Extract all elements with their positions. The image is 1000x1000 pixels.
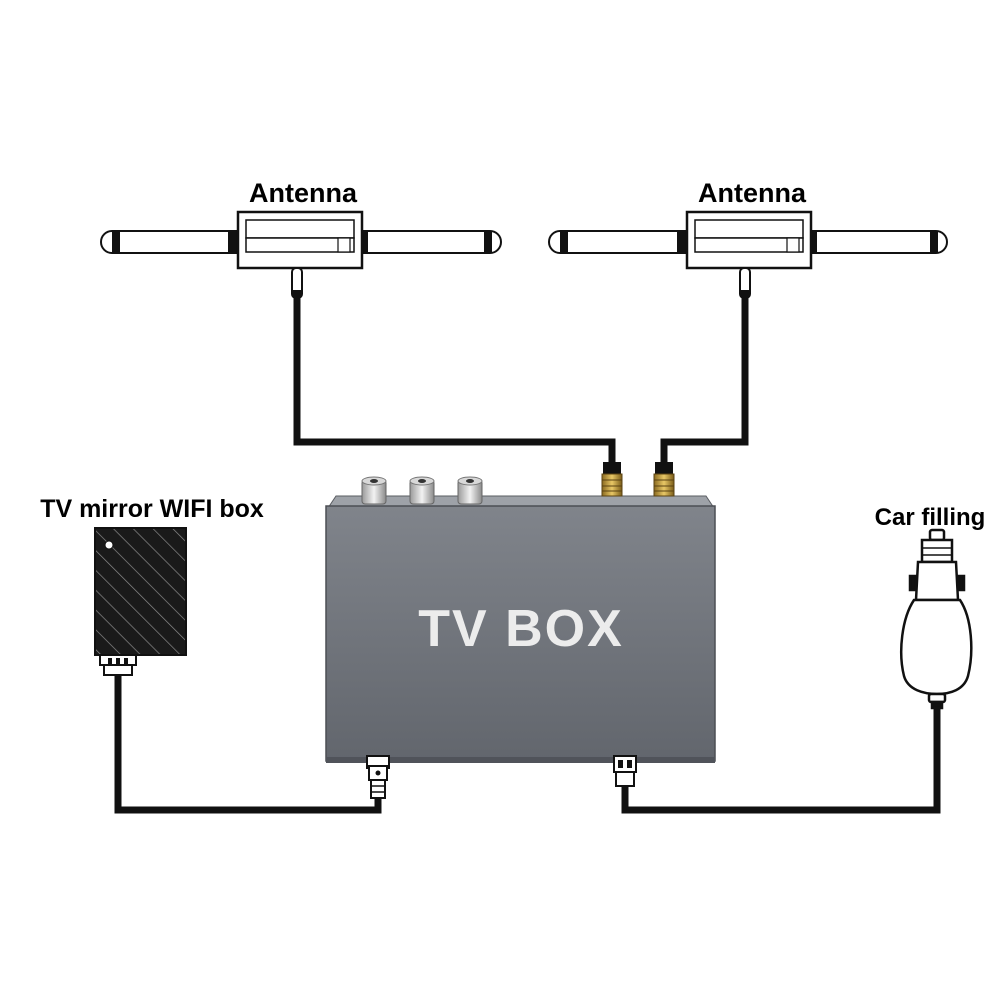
antenna-left-label: Antenna (249, 178, 358, 208)
wifi-box-cable (114, 676, 382, 814)
car-charger-body (900, 598, 973, 696)
antenna-right-label: Antenna (698, 178, 807, 208)
rca-jack-2 (409, 476, 435, 505)
tv-box-label: TV BOX (418, 600, 624, 658)
rca-jack-3 (457, 476, 483, 505)
car-charger-barrel (914, 560, 960, 602)
antenna-right-whip-right (810, 230, 948, 254)
wifi-box-led (104, 540, 114, 550)
antenna-left-whip-left (100, 230, 237, 254)
antenna-left (100, 210, 502, 299)
rca-jack-1 (361, 476, 387, 505)
tv-box: TV BOX (325, 462, 716, 799)
car-charger (900, 528, 973, 710)
antenna-connector-right (653, 462, 675, 497)
wifi-port-connector (366, 755, 390, 799)
antenna-right (548, 210, 948, 299)
tv-box-body (325, 505, 716, 762)
cables (114, 296, 941, 814)
car-charger-cable (621, 705, 941, 814)
power-port-connector (613, 755, 637, 787)
wifi-box (94, 527, 187, 676)
antenna-left-whip-right (361, 230, 502, 254)
antenna-right-whip-left (548, 230, 686, 254)
antenna-right-cable (660, 296, 749, 466)
antenna-connector-left (601, 462, 623, 497)
antenna-left-cable (293, 296, 616, 466)
wifi-box-label: TV mirror WIFI box (40, 495, 264, 523)
rca-jacks (361, 476, 483, 505)
car-charger-label: Car filling (875, 504, 986, 531)
